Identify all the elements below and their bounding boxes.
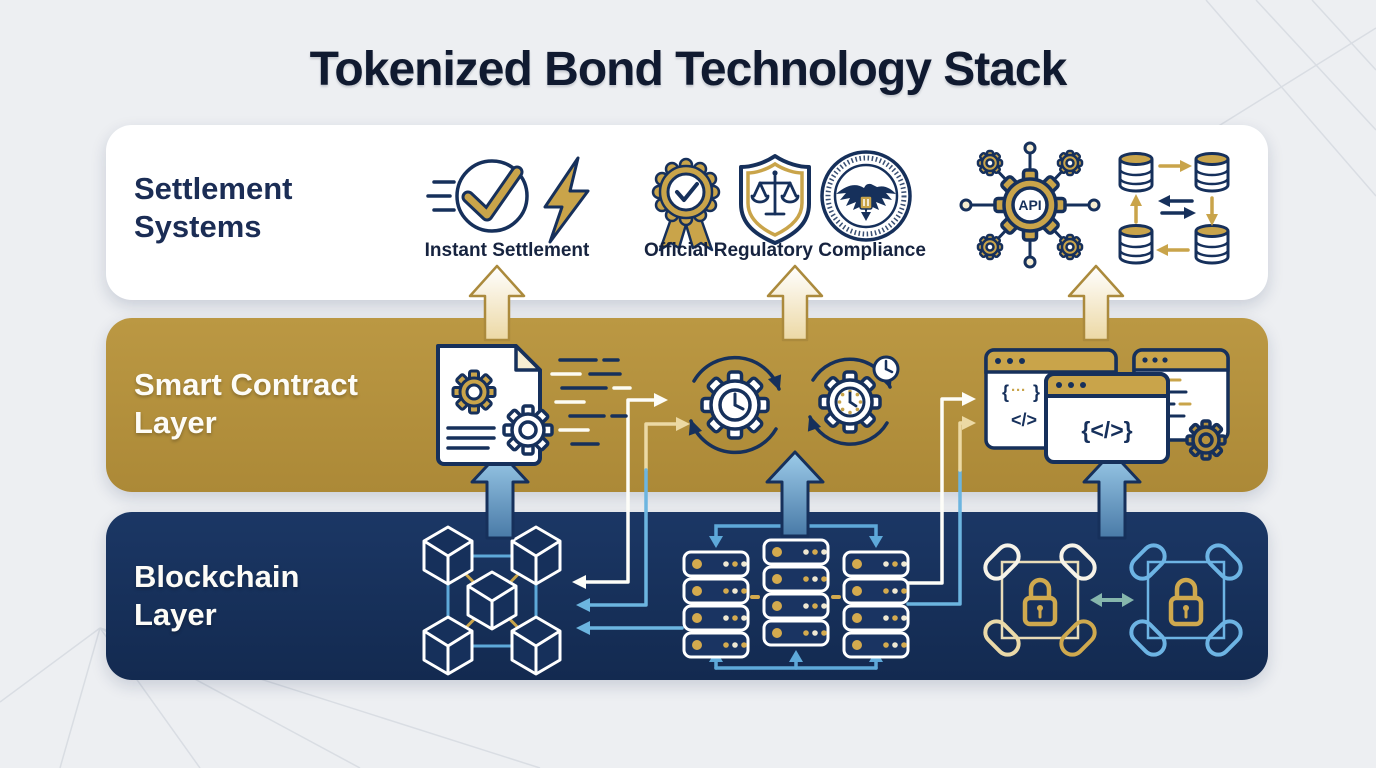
database-icon (1118, 152, 1154, 193)
padlock-icon (1168, 577, 1204, 627)
shield-scales-icon (739, 154, 811, 245)
padlock-icon (1022, 577, 1058, 627)
gold-up-arrows (468, 264, 1125, 342)
code-window-front: {</>} (1044, 372, 1170, 464)
regulatory-seal-icon (820, 150, 912, 242)
chain-security-icon-blue (1129, 543, 1243, 657)
connector-gears-to-cubes (572, 393, 690, 635)
chain-sync-arrow (1090, 593, 1134, 607)
svg-text:{</>}: {</>} (1081, 417, 1132, 443)
instant-settlement-check-icon (426, 159, 529, 233)
cube (466, 570, 518, 631)
database-icon (1194, 224, 1230, 265)
svg-text:···: ··· (1011, 382, 1026, 399)
mini-gear-icon (976, 233, 1004, 261)
svg-text:</>: </> (1011, 410, 1037, 430)
server-rack (762, 538, 830, 647)
database-icon (1194, 152, 1230, 193)
cube (510, 615, 562, 676)
small-clock-icon (872, 355, 900, 383)
speed-lines (550, 358, 632, 446)
database-icon (1118, 224, 1154, 265)
server-rack (842, 550, 910, 659)
mini-gear-icon (976, 149, 1004, 177)
mini-gear-icon (1056, 149, 1084, 177)
code-windows-icon: { ··· } </> (984, 348, 1230, 464)
cube (422, 615, 474, 676)
gear-icon (1185, 419, 1227, 461)
cube (422, 525, 474, 586)
mini-gear-icon (1056, 233, 1084, 261)
svg-text:{: { (1002, 382, 1009, 402)
award-badge-icon (651, 157, 721, 252)
api-label: API (1018, 197, 1041, 213)
blue-up-arrows (470, 450, 1142, 540)
gear-icon (502, 404, 554, 456)
chain-security-icon-gold (983, 543, 1097, 657)
connector-servers-to-code (906, 392, 976, 606)
blockchain-cubes-icon (422, 525, 562, 676)
contract-document-icon (436, 344, 632, 466)
gear-cycle-icon (688, 355, 782, 455)
gear-clock-cycle-icon (807, 355, 900, 446)
cube (510, 525, 562, 586)
server-rack (682, 550, 750, 659)
svg-text:}: } (1033, 382, 1040, 402)
server-racks-icon (682, 524, 910, 670)
lightning-icon (543, 156, 590, 244)
gear-icon (451, 369, 497, 415)
api-hub-icon: API (959, 141, 1101, 269)
database-sync-icon (1118, 152, 1230, 265)
